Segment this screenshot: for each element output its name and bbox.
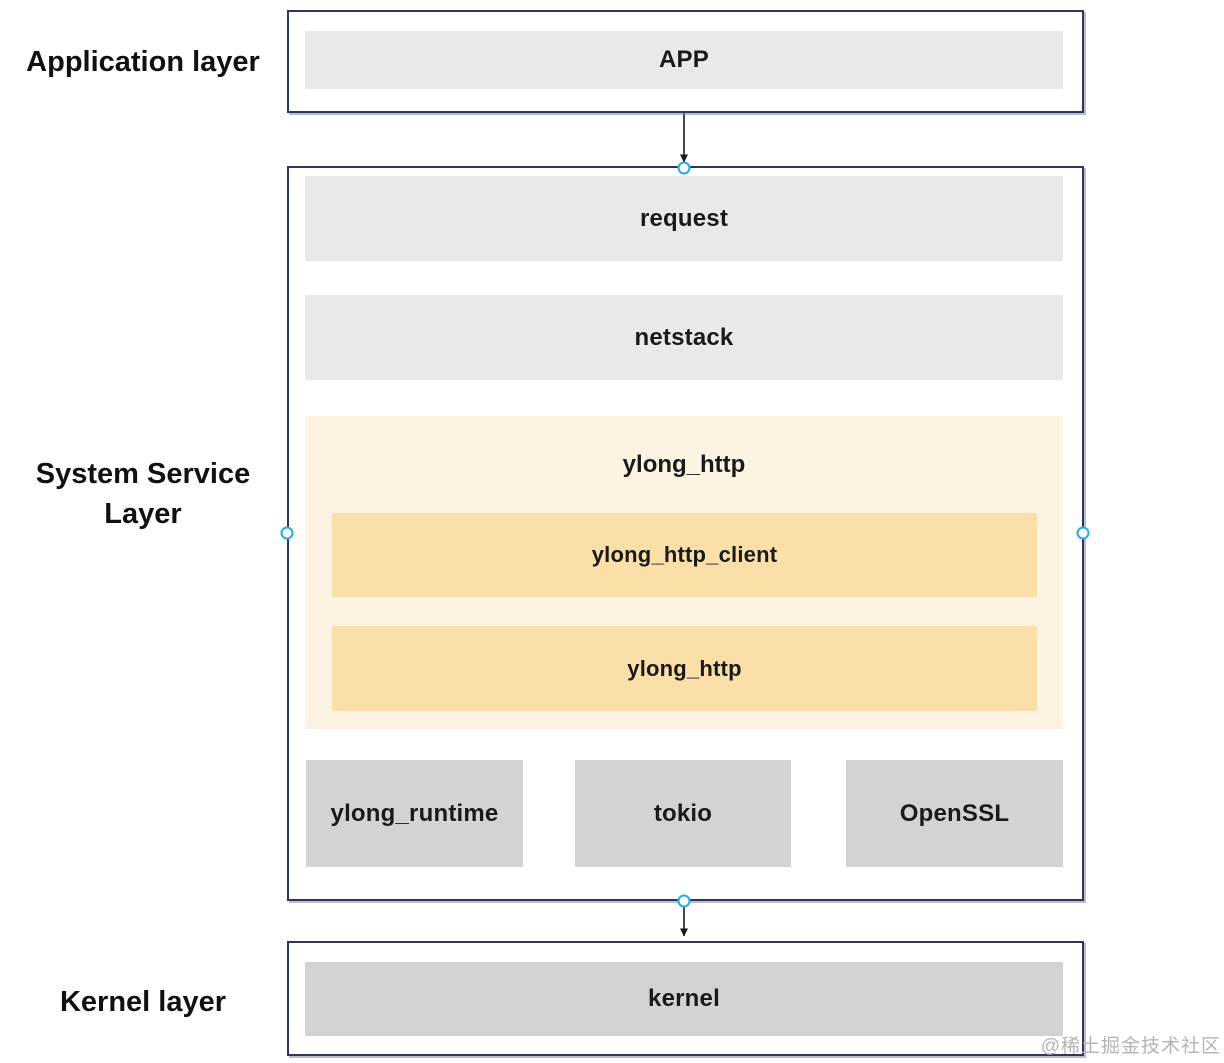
node-tokio[interactable]: tokio — [575, 760, 791, 867]
connection-handle-left[interactable] — [280, 526, 294, 540]
connection-handle-right[interactable] — [1076, 526, 1090, 540]
kernel-layer-label: Kernel layer — [59, 986, 227, 1018]
watermark-text: @稀土掘金技术社区 — [1040, 1036, 1221, 1057]
node-ylong-runtime[interactable]: ylong_runtime — [306, 760, 523, 867]
system-service-layer-label: System Service Layer — [0, 454, 286, 534]
node-ylong-http-group-title: ylong_http — [622, 450, 746, 478]
system-service-layer-label-line2: Layer — [104, 498, 182, 530]
node-app[interactable]: APP — [305, 31, 1063, 89]
node-kernel[interactable]: kernel — [305, 962, 1063, 1036]
application-layer-label: Application layer — [26, 46, 260, 78]
system-service-layer-label-line1: System Service — [35, 458, 251, 490]
node-ylong-http[interactable]: ylong_http — [332, 626, 1037, 711]
node-request[interactable]: request — [305, 176, 1063, 261]
connection-handle-bottom[interactable] — [677, 894, 691, 908]
node-netstack[interactable]: netstack — [305, 295, 1063, 380]
connection-handle-top[interactable] — [677, 161, 691, 175]
node-ylong-http-client[interactable]: ylong_http_client — [332, 513, 1037, 597]
node-openssl[interactable]: OpenSSL — [846, 760, 1063, 867]
